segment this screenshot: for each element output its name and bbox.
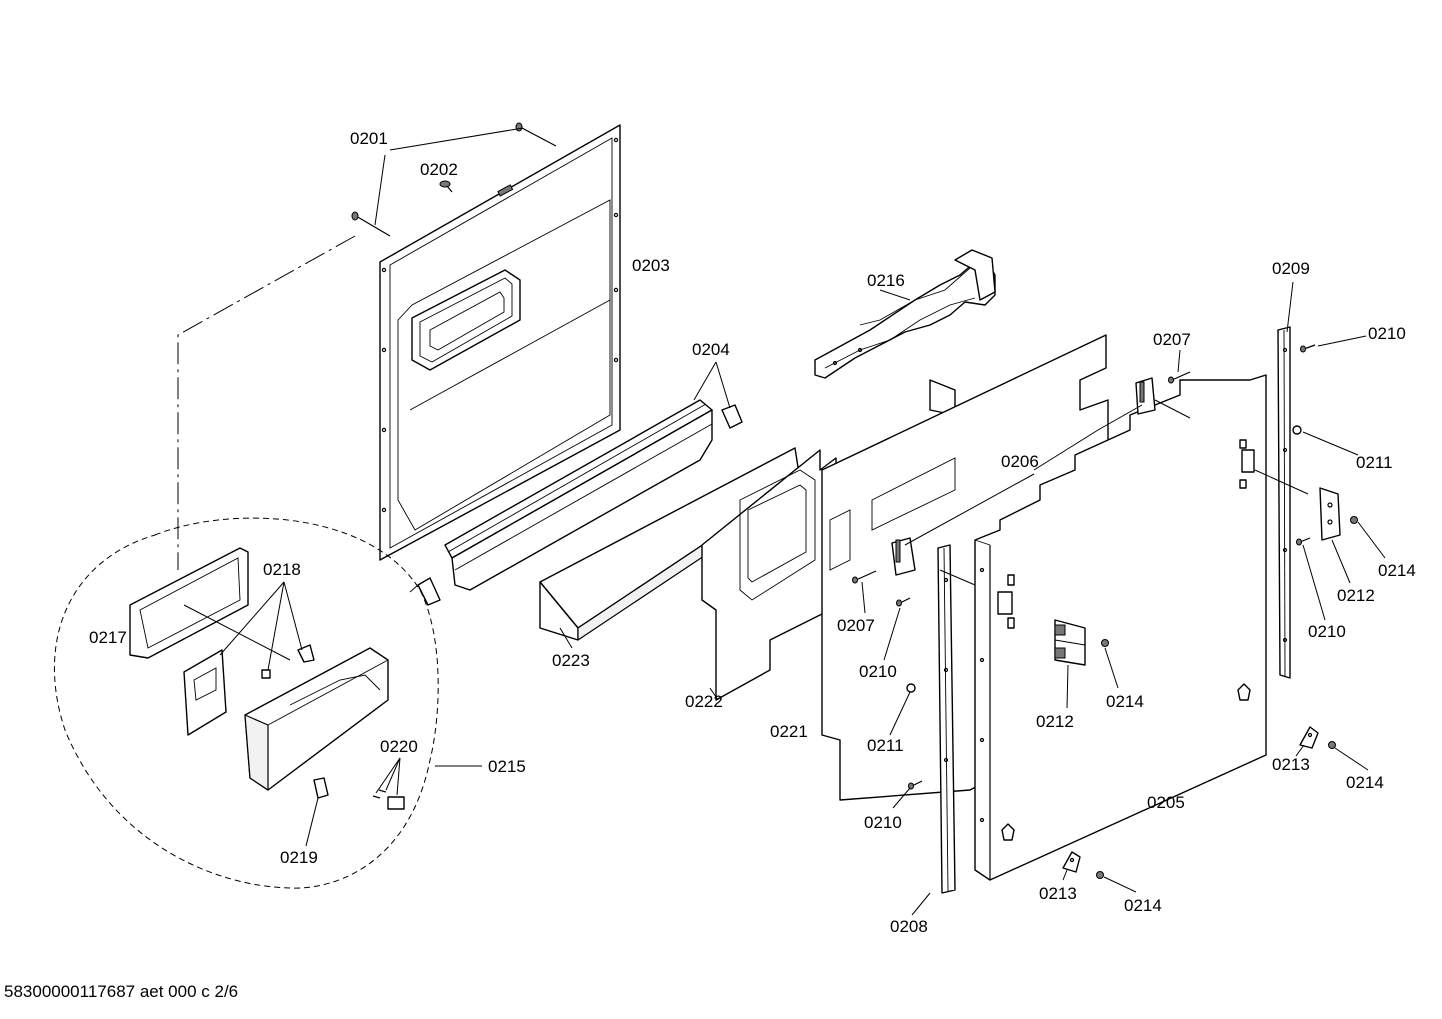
label-0210-bottom: 0210 [864, 813, 902, 832]
bottom-rail [409, 399, 743, 606]
hinge-plate-right [1319, 487, 1341, 541]
label-0218: 0218 [263, 560, 301, 579]
outer-door-panel [974, 374, 1267, 881]
label-0215: 0215 [488, 757, 526, 776]
label-0222: 0222 [685, 692, 723, 711]
label-0214-center-top: 0214 [1106, 692, 1144, 711]
label-0223: 0223 [552, 651, 590, 670]
label-0206: 0206 [1001, 452, 1039, 471]
label-0210-right: 0210 [1308, 622, 1346, 641]
label-0212-center: 0212 [1036, 712, 1074, 731]
bracket-0213-right [1299, 726, 1319, 749]
label-0214-right-top: 0214 [1378, 561, 1416, 580]
label-0216: 0216 [867, 271, 905, 290]
label-0208: 0208 [890, 917, 928, 936]
label-0220: 0220 [380, 737, 418, 756]
clip-top [1135, 377, 1156, 415]
label-0202: 0202 [420, 160, 458, 179]
label-0210-mid: 0210 [859, 662, 897, 681]
document-code: 58300000117687 aet 000 c 2/6 [4, 982, 238, 1001]
label-0207-mid: 0207 [837, 616, 875, 635]
label-0205: 0205 [1147, 793, 1185, 812]
label-0211-mid: 0211 [867, 736, 904, 755]
side-strip-left [937, 544, 956, 894]
label-0213-center: 0213 [1039, 884, 1077, 903]
label-0209: 0209 [1272, 259, 1310, 278]
control-module-group [53, 517, 439, 889]
side-strip-right [1277, 326, 1291, 679]
screw-0201-left [351, 211, 391, 237]
label-0217: 0217 [89, 628, 127, 647]
label-0213-right: 0213 [1272, 755, 1310, 774]
hinge-plate-center [1054, 619, 1086, 666]
part-labels: 0201 0202 0203 0204 0216 0207 0209 0210 … [89, 129, 1416, 936]
hinge-bracket [814, 249, 996, 379]
label-0207-top: 0207 [1153, 330, 1191, 349]
label-0212-right: 0212 [1337, 586, 1375, 605]
label-0219: 0219 [280, 848, 318, 867]
label-0221: 0221 [770, 722, 808, 741]
screw-0202 [439, 180, 453, 193]
label-0201: 0201 [350, 129, 388, 148]
label-0214-right-bottom: 0214 [1346, 773, 1384, 792]
inner-door-panel [379, 124, 621, 561]
label-0203: 0203 [632, 256, 670, 275]
clip-mid [891, 537, 916, 576]
label-0211-right: 0211 [1356, 453, 1393, 472]
screw-0201-top [515, 122, 557, 147]
label-0214-center-bottom: 0214 [1124, 896, 1162, 915]
label-0204: 0204 [692, 340, 730, 359]
bracket-0213-center [1062, 851, 1081, 873]
leader-lines [183, 127, 1386, 916]
screws [852, 344, 1358, 879]
label-0210-top: 0210 [1368, 324, 1406, 343]
